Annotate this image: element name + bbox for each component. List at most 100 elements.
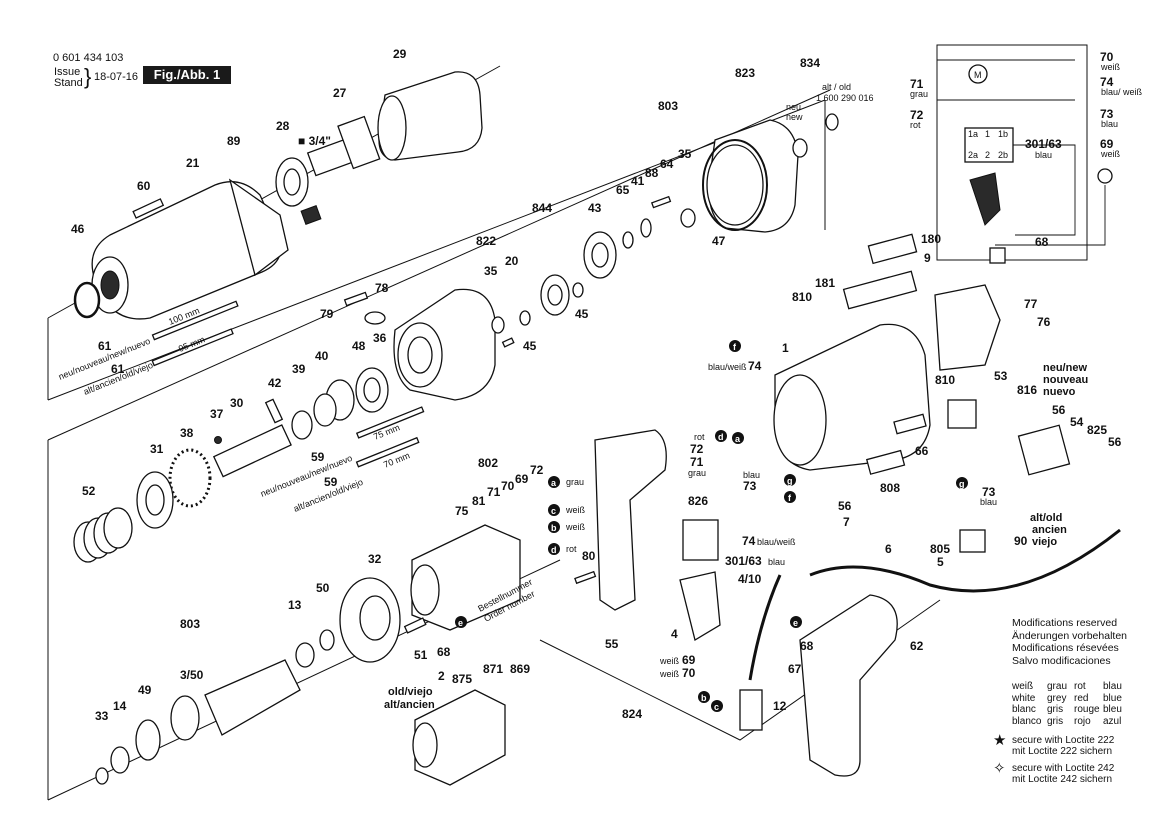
- callout-20: 20: [505, 254, 519, 268]
- callout-62: 62: [910, 639, 924, 653]
- marker-f2: f: [733, 342, 737, 352]
- w-grau: grau: [910, 89, 928, 99]
- armature-803: [170, 659, 301, 741]
- callout-35a: 35: [678, 147, 692, 161]
- color-col-1: weiß white blanc blanco: [1012, 681, 1041, 727]
- callout-4: 4: [671, 627, 678, 641]
- callout-72c: 72: [910, 108, 924, 122]
- bearing-flange-822: [393, 288, 496, 401]
- callout-50: 50: [316, 581, 330, 595]
- bearing-13: [295, 642, 315, 668]
- pin-78: [364, 311, 386, 325]
- callout-30: 30: [230, 396, 244, 410]
- color-blanc: blanc: [1012, 704, 1036, 715]
- anvil-27: [306, 115, 381, 177]
- balls-38: [168, 448, 212, 508]
- sw-2: 2: [985, 150, 990, 160]
- callout-74b: 74: [748, 359, 762, 373]
- sw-1: 1: [985, 129, 990, 139]
- alt-ancien: alt/ancien: [384, 699, 435, 711]
- alt-old: alt / old: [822, 82, 851, 92]
- callout-47: 47: [712, 234, 726, 248]
- new: new: [786, 112, 803, 122]
- fan-32: [339, 577, 401, 663]
- callout-72a: 72: [530, 463, 544, 477]
- marker-g: g: [787, 476, 793, 486]
- callout-12: 12: [773, 699, 787, 713]
- wire-weiss3: weiß: [659, 656, 680, 666]
- callout-33: 33: [95, 709, 109, 723]
- callout-6: 6: [885, 542, 892, 556]
- part-number: 1 600 290 016: [816, 93, 874, 103]
- callout-56c: 56: [838, 499, 852, 513]
- callout-90: 90: [1014, 534, 1028, 548]
- callout-67: 67: [788, 662, 802, 676]
- callout-42: 42: [268, 376, 282, 390]
- sw-2b: 2b: [998, 150, 1008, 160]
- callout-30163b: 301/63: [725, 554, 762, 568]
- callout-64: 64: [660, 157, 674, 171]
- label-180: [867, 233, 918, 265]
- callout-51: 51: [414, 648, 428, 662]
- callout-89: 89: [227, 134, 241, 148]
- color-white: white: [1012, 692, 1036, 704]
- wire-grau2: grau: [688, 468, 706, 478]
- callout-29: 29: [393, 47, 407, 61]
- spring-51: [403, 617, 427, 634]
- color-gris-es: gris: [1047, 715, 1064, 727]
- bearing-33: [95, 767, 109, 785]
- o-ring-46: [73, 281, 101, 319]
- gear-housing-21: [91, 181, 282, 320]
- color-rot: rot: [1074, 681, 1086, 692]
- motor-housing-1: [773, 323, 931, 471]
- w-blau2: blau: [1035, 150, 1052, 160]
- field-875: [412, 689, 506, 786]
- callout-48: 48: [352, 339, 366, 353]
- callout-822: 822: [476, 234, 496, 248]
- loctite-242-en: secure with Loctite 242: [1012, 763, 1115, 774]
- color-grey: grey: [1047, 692, 1067, 704]
- switch-301-63: [682, 519, 719, 561]
- marker-a2: a: [735, 434, 741, 444]
- spring-52: [73, 507, 133, 563]
- marker-b2: b: [701, 693, 707, 703]
- issue-label: Issue: [54, 66, 81, 78]
- hammer-31: [136, 471, 174, 529]
- callout-59a: 59: [311, 450, 325, 464]
- callout-55: 55: [605, 637, 619, 651]
- loctite-222-legend: ★ secure with Loctite 222 mit Loctite 22…: [993, 733, 1114, 757]
- callout-70b: 70: [682, 666, 696, 680]
- handle-half-55: [594, 429, 667, 611]
- pin-20: [501, 337, 515, 348]
- callout-871: 871: [483, 662, 503, 676]
- color-col-2: grau grey gris gris: [1047, 681, 1067, 727]
- callout-69c: 69: [1100, 137, 1114, 151]
- color-azul: azul: [1103, 715, 1122, 727]
- marker-g2: g: [959, 479, 965, 489]
- sw-1b: 1b: [998, 129, 1008, 139]
- callout-73b: 73: [982, 485, 996, 499]
- mod-de: Änderungen vorbehalten: [1012, 629, 1128, 642]
- callout-350: 3/50: [180, 668, 204, 682]
- callout-30163a: 301/63: [1025, 137, 1062, 151]
- callout-40: 40: [315, 349, 329, 363]
- callout-13: 13: [288, 598, 302, 612]
- callout-76: 76: [1037, 315, 1051, 329]
- callout-825: 825: [1087, 423, 1107, 437]
- handle-half-62: [799, 594, 898, 777]
- callout-21: 21: [186, 156, 200, 170]
- bearing-50: [319, 629, 335, 651]
- callout-77: 77: [1024, 297, 1038, 311]
- marker-c: c: [551, 506, 556, 516]
- w-blau: blau: [1101, 119, 1118, 129]
- callout-808: 808: [880, 481, 900, 495]
- ring-28: [275, 157, 309, 207]
- color-col-4: blau blue bleu azul: [1103, 681, 1122, 727]
- loctite-242-de: mit Loctite 242 sichern: [1012, 774, 1113, 785]
- long-screws: [151, 300, 239, 367]
- key-42: [264, 398, 284, 424]
- cable-6: [748, 528, 1121, 681]
- callout-61a: 61: [98, 339, 112, 353]
- callout-869: 869: [510, 662, 530, 676]
